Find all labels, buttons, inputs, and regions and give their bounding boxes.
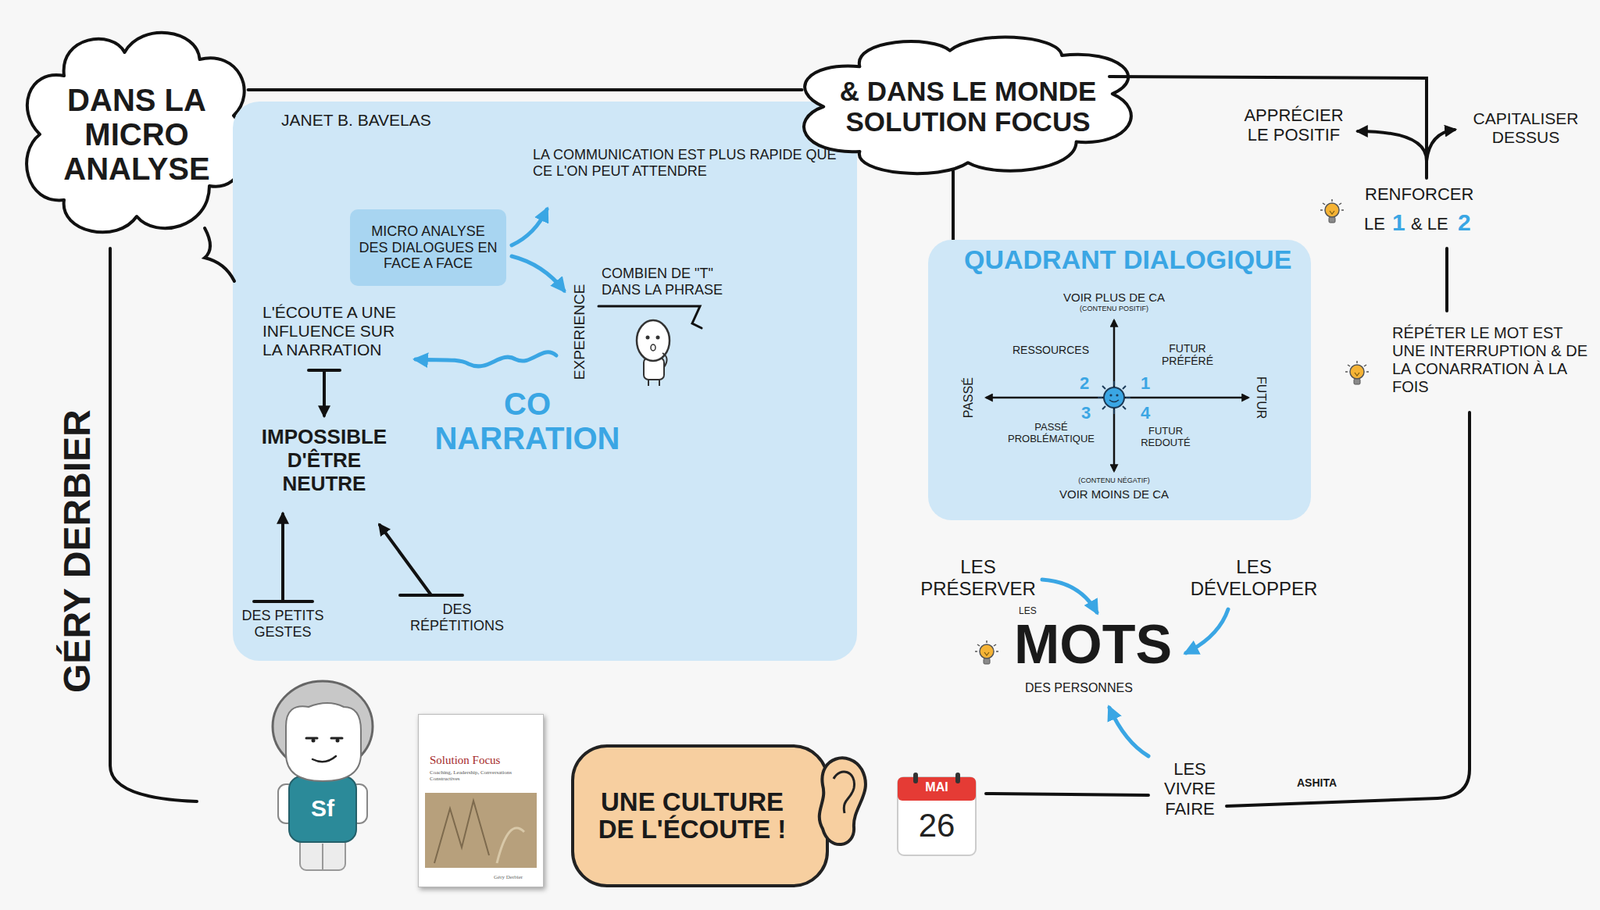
label-text: (CONTENU NÉGATIF)	[1067, 476, 1161, 485]
book-picture	[418, 714, 543, 887]
label-text: CO NARRATION	[417, 386, 637, 456]
label-text: 1	[1392, 209, 1406, 237]
label-text: CAPITALISER DESSUS	[1459, 109, 1593, 147]
topic-box: MICRO ANALYSE DES DIALOGUES EN FACE A FA…	[350, 209, 507, 286]
label-text: & LE	[1410, 214, 1449, 234]
node-text: MICRO ANALYSE DES DIALOGUES EN FACE A FA…	[356, 223, 500, 272]
calendar-icon: MAI 26	[896, 772, 978, 858]
label-text: PASSÉ PROBLÉMATIQUE	[1006, 421, 1097, 446]
book-cover: Solution FocusCoaching, Leadership, Conv…	[417, 714, 544, 888]
label-text: EXPERIENCE	[571, 284, 589, 380]
node-text: Solution Focus	[429, 753, 540, 768]
cloud-bubble: & DANS LE MONDE SOLUTION FOCUS	[787, 26, 1149, 187]
culture-bubble: UNE CULTURE DE L'ÉCOUTE !	[571, 744, 829, 888]
blue-arrows	[415, 209, 565, 367]
node-text: Coaching, Leadership, Conversations Cons…	[429, 769, 540, 783]
label-text: 2	[1457, 209, 1472, 237]
label-text: 1	[1140, 373, 1150, 393]
label-text: LES VIVRE FAIRE	[1154, 759, 1225, 819]
node-text: JANET B. BAVELAS	[281, 110, 532, 130]
blue-arrows	[1042, 579, 1229, 757]
label-text: PASSÉ	[961, 377, 976, 418]
black-arrows	[253, 306, 702, 602]
connector-line	[248, 88, 803, 92]
node-text: MAI	[896, 780, 978, 795]
label-text: DES RÉPÉTITIONS	[394, 601, 520, 634]
label-text: LES PRÉSERVER	[915, 556, 1041, 600]
label-text: FUTUR REDOUTÉ	[1134, 425, 1197, 450]
label-text: IMPOSSIBLE D'ÊTRE NEUTRE	[250, 425, 399, 497]
label-text: RÉPÉTER LE MOT EST UNE INTERRUPTION & DE…	[1392, 324, 1594, 397]
label-text: ASHITA	[1296, 776, 1337, 790]
label-text: LES	[1018, 606, 1037, 618]
label-text: DES PETITS GESTES	[229, 607, 336, 640]
label-text: Sf	[299, 795, 347, 823]
label-text: APPRÉCIER LE POSITIF	[1239, 105, 1349, 146]
label-text: 4	[1140, 403, 1150, 423]
label-text: RENFORCER	[1364, 184, 1474, 204]
sun-icon	[1097, 381, 1131, 415]
label-text: FUTUR PRÉFÉRÉ	[1156, 342, 1219, 368]
bulb-icon	[1320, 199, 1344, 223]
label-text: LA COMMUNICATION EST PLUS RAPIDE QUE CE …	[532, 146, 846, 179]
branch-lines	[985, 76, 1470, 807]
topic-panel: JANET B. BAVELAS MICRO ANALYSE DES DIALOG…	[232, 101, 858, 661]
node-text: DANS LA MICRO ANALYSE	[53, 82, 221, 186]
quadrant-axes	[985, 320, 1249, 472]
cloud-bubble: DANS LA MICRO ANALYSE	[15, 17, 258, 252]
label-text: MOTS	[1014, 617, 1172, 672]
bulb-icon	[1345, 360, 1369, 385]
node-text: UNE CULTURE DE L'ÉCOUTE !	[597, 789, 787, 843]
label-text: DES PERSONNES	[1025, 681, 1133, 696]
node-text: 26	[896, 807, 978, 845]
node-text: Géry Derbier	[493, 874, 541, 881]
wire-line	[110, 248, 197, 802]
label-text: (CONTENU POSITIF)	[1067, 304, 1161, 313]
label-text: COMBIEN DE "T" DANS LA PHRASE	[601, 265, 739, 298]
connector-line	[951, 171, 955, 241]
label-text: VOIR MOINS DE CA	[1043, 487, 1185, 501]
node-text: & DANS LE MONDE SOLUTION FOCUS	[818, 76, 1118, 137]
person-figure	[272, 681, 373, 871]
label-text: FUTUR	[1253, 376, 1268, 419]
label-text: VOIR PLUS DE CA	[1051, 290, 1177, 304]
bulb-icon	[975, 640, 999, 665]
egg-figure	[636, 320, 670, 386]
label-text: GÉRY DERBIER	[54, 409, 98, 693]
cloud-tail	[204, 228, 235, 282]
label-text: L'ÉCOUTE A UNE INFLUENCE SUR LA NARRATIO…	[262, 303, 411, 360]
node-text: QUADRANT DIALOGIQUE	[964, 244, 1308, 275]
label-text: LES DÉVELOPPER	[1179, 556, 1329, 600]
label-text: RESSOURCES	[1012, 343, 1091, 357]
label-text: LE	[1364, 214, 1386, 234]
label-text: 2	[1079, 373, 1090, 393]
label-text: 3	[1081, 403, 1091, 423]
